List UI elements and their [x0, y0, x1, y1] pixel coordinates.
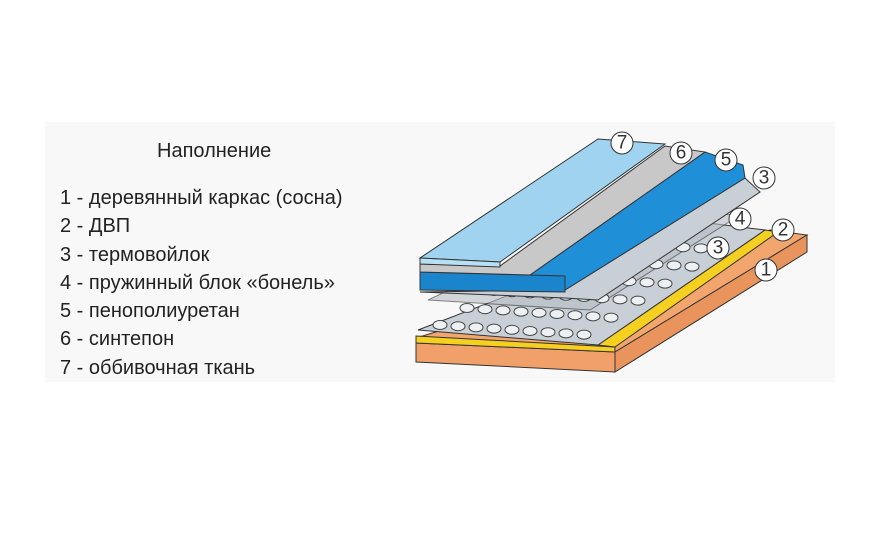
callout: 6 — [669, 141, 693, 165]
spring-coil — [486, 323, 502, 334]
spring-coil — [549, 309, 565, 319]
callout: 3 — [706, 236, 730, 260]
spring-coil — [585, 311, 601, 322]
spring-coil — [612, 294, 628, 305]
callout: 5 — [714, 148, 738, 172]
legend-item: 3 - термовойлок — [60, 243, 210, 266]
spring-coil — [513, 306, 529, 317]
layer-fabric — [418, 138, 667, 268]
spring-coil — [666, 260, 682, 271]
spring-coil — [603, 312, 619, 323]
legend-item: 4 - пружинный блок «бонель» — [60, 271, 335, 294]
spring-coil — [639, 277, 655, 288]
diagram-title: Наполнение — [157, 140, 272, 162]
svg-text:3: 3 — [713, 238, 724, 259]
legend-item: 7 - оббивочная ткань — [60, 356, 256, 379]
legend-item: 6 - синтепон — [60, 328, 175, 351]
callout: 1 — [754, 258, 778, 282]
svg-text:4: 4 — [735, 209, 746, 230]
spring-coil — [504, 324, 520, 335]
spring-coil — [450, 321, 466, 332]
legend-item: 5 - пенополиуретан — [60, 300, 240, 323]
spring-coil — [684, 261, 700, 272]
spring-coil — [477, 304, 493, 315]
svg-text:6: 6 — [676, 143, 687, 164]
callout: 3 — [752, 166, 776, 190]
spring-coil — [522, 326, 538, 336]
spring-coil — [531, 307, 547, 318]
spring-coil — [558, 328, 574, 339]
spring-coil — [576, 329, 592, 340]
callout: 4 — [728, 207, 752, 231]
spring-coil — [657, 278, 673, 289]
spring-coil — [540, 327, 556, 338]
spring-coil — [495, 305, 511, 316]
spring-coil — [468, 322, 484, 333]
spring-coil — [459, 303, 475, 313]
svg-text:7: 7 — [617, 133, 628, 154]
svg-text:3: 3 — [759, 168, 770, 189]
svg-text:2: 2 — [778, 220, 789, 241]
layer-legend: 1 - деревянный каркас (сосна) 2 - ДВП 3 … — [60, 184, 343, 382]
svg-text:1: 1 — [761, 260, 772, 281]
legend-item: 2 - ДВП — [60, 215, 131, 238]
svg-text:5: 5 — [721, 150, 732, 171]
callout: 7 — [610, 131, 634, 155]
spring-coil — [567, 310, 583, 321]
spring-coil — [630, 295, 646, 306]
legend-item: 1 - деревянный каркас (сосна) — [60, 187, 343, 209]
spring-coil — [693, 243, 709, 254]
spring-coil — [432, 320, 448, 330]
callout: 2 — [771, 218, 795, 242]
